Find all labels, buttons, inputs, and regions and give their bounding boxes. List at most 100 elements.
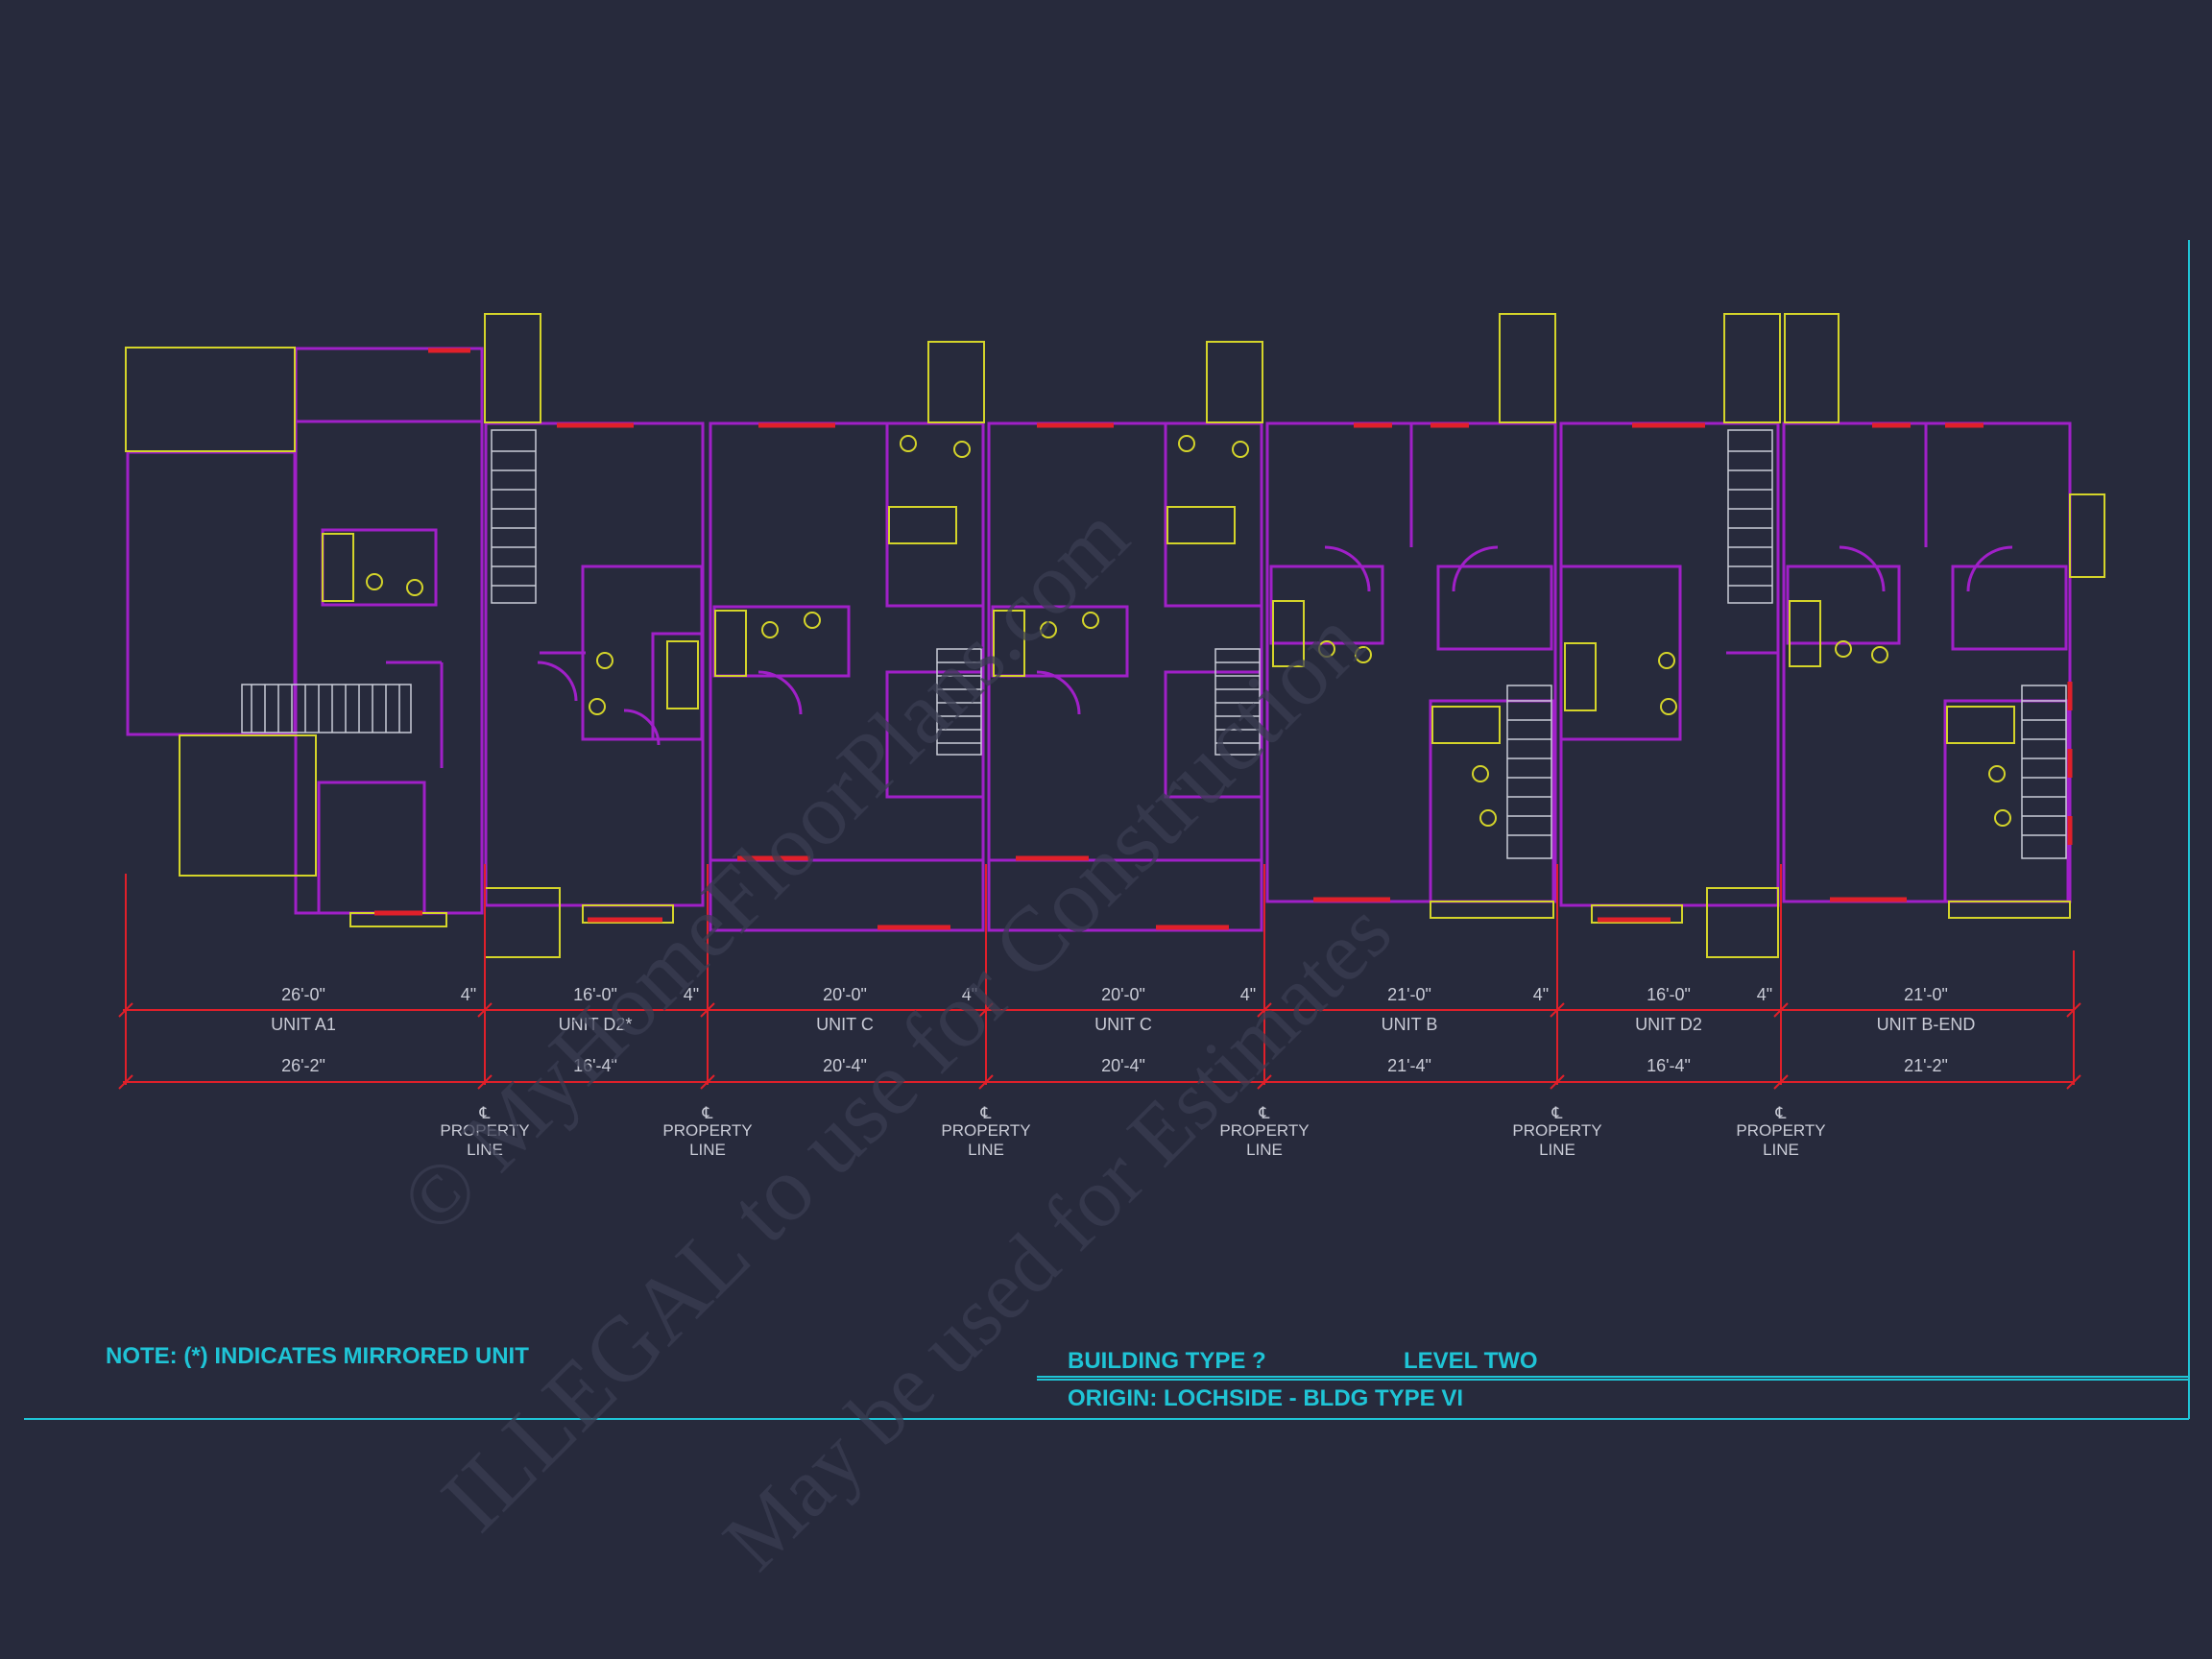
- sink-icon: [1082, 612, 1099, 629]
- toilet-icon: [1232, 441, 1249, 458]
- unit-total-label: 20'-4": [823, 1056, 867, 1075]
- sink-icon: [1355, 646, 1372, 663]
- watermark: © MyHomeFloorPlans.com ILLEGAL to use fo…: [381, 487, 1409, 1588]
- unit-width-label: 21'-0": [1904, 985, 1948, 1004]
- sink-icon: [1660, 698, 1677, 715]
- bathtub-icon: [666, 640, 699, 709]
- unit-total-label: 21'-2": [1904, 1056, 1948, 1075]
- sink-icon: [1178, 435, 1195, 452]
- property-line-label: LINE: [689, 1141, 726, 1159]
- level-label: LEVEL TWO: [1404, 1348, 1538, 1374]
- sheet-border: [24, 240, 2190, 1420]
- bathtub-icon: [993, 610, 1025, 677]
- centerline-symbol: ℄: [1551, 1104, 1563, 1122]
- unit-a1-left-room: [126, 450, 297, 736]
- property-line-label: LINE: [1763, 1141, 1799, 1159]
- windows: [374, 348, 2073, 930]
- stair-icon: [2021, 685, 2067, 859]
- unit-name-label: UNIT C: [816, 1015, 874, 1034]
- toilet-icon: [1318, 640, 1335, 658]
- unit-width-label: 16'-0": [1647, 985, 1691, 1004]
- centerline-symbol: ℄: [980, 1104, 992, 1122]
- unit-total-label: 26'-2": [281, 1056, 325, 1075]
- origin-label: ORIGIN: LOCHSIDE - BLDG TYPE VI: [1068, 1385, 1463, 1411]
- property-line-label: LINE: [968, 1141, 1004, 1159]
- property-line-label: PROPERTY: [941, 1121, 1030, 1140]
- stairs: [241, 429, 2067, 859]
- bathtub-icon: [1789, 600, 1821, 667]
- toilet-icon: [953, 441, 971, 458]
- sink-icon: [1994, 809, 2011, 827]
- mirrored-unit-note: NOTE: (*) INDICATES MIRRORED UNIT: [106, 1343, 529, 1369]
- stair-icon: [936, 648, 982, 756]
- unit-total-label: 21'-4": [1387, 1056, 1431, 1075]
- centerline-symbol: ℄: [1259, 1104, 1270, 1122]
- unit-total-label: 16'-4": [1647, 1056, 1691, 1075]
- unit-name-label: UNIT C: [1094, 1015, 1152, 1034]
- unit-name-label: UNIT D2: [1635, 1015, 1702, 1034]
- unit-width-label: 16'-0": [573, 985, 617, 1004]
- property-line-label: PROPERTY: [1736, 1121, 1825, 1140]
- toilet-icon: [761, 621, 779, 638]
- unit-name-label: UNIT D2*: [559, 1015, 633, 1034]
- centerline-symbol: ℄: [479, 1104, 491, 1122]
- sink-icon: [1871, 646, 1888, 663]
- property-line-label: LINE: [1539, 1141, 1575, 1159]
- bathtub-icon: [1166, 506, 1236, 544]
- sink-icon: [804, 612, 821, 629]
- property-line-label: LINE: [467, 1141, 503, 1159]
- toilet-icon: [1835, 640, 1852, 658]
- plumbing-fixtures: [322, 435, 2015, 827]
- sink-icon: [589, 698, 606, 715]
- bathtub-icon: [322, 533, 354, 602]
- sink-icon: [406, 579, 423, 596]
- centerline-symbol: ℄: [702, 1104, 713, 1122]
- unit-name-label: UNIT B-END: [1877, 1015, 1976, 1034]
- bathtub-icon: [888, 506, 957, 544]
- unit-total-label: 16'-4": [573, 1056, 617, 1075]
- property-line-label: PROPERTY: [662, 1121, 752, 1140]
- watermark-line: May be used for Estimates: [707, 885, 1409, 1588]
- unit-wall-label: 4": [461, 985, 476, 1004]
- unit-d2-mirrored: [484, 421, 705, 907]
- centerline-symbol: ℄: [1775, 1104, 1787, 1122]
- unit-d2: [1559, 421, 1780, 907]
- stair-icon: [241, 684, 412, 733]
- building-type-label: BUILDING TYPE ?: [1068, 1348, 1266, 1374]
- sink-icon: [900, 435, 917, 452]
- unit-wall-label: 4": [1240, 985, 1256, 1004]
- stair-icon: [1214, 648, 1261, 756]
- sink-icon: [1479, 809, 1497, 827]
- toilet-icon: [1472, 765, 1489, 782]
- unit-name-label: UNIT B: [1382, 1015, 1438, 1034]
- dimension-lines: [118, 864, 2081, 1090]
- toilet-icon: [1988, 765, 2006, 782]
- property-line-label: LINE: [1246, 1141, 1283, 1159]
- unit-width-label: 21'-0": [1387, 985, 1431, 1004]
- toilet-icon: [1658, 652, 1675, 669]
- property-line-labels: ℄ PROPERTY LINE ℄ PROPERTY LINE ℄ PROPER…: [440, 1104, 1825, 1159]
- stair-icon: [491, 429, 537, 604]
- bathtub-icon: [1272, 600, 1305, 667]
- unit-total-label: 20'-4": [1101, 1056, 1145, 1075]
- unit-width-label: 26'-0": [281, 985, 325, 1004]
- stair-icon: [1506, 685, 1552, 859]
- toilet-icon: [1040, 621, 1057, 638]
- bathtub-icon: [1946, 706, 2015, 744]
- property-line-label: PROPERTY: [440, 1121, 529, 1140]
- unit-wall-label: 4": [962, 985, 977, 1004]
- unit-wall-label: 4": [1533, 985, 1549, 1004]
- unit-name-label: UNIT A1: [271, 1015, 336, 1034]
- toilet-icon: [596, 652, 613, 669]
- toilet-icon: [366, 573, 383, 590]
- bathtub-icon: [1431, 706, 1501, 744]
- property-line-label: PROPERTY: [1219, 1121, 1309, 1140]
- unit-wall-label: 4": [684, 985, 699, 1004]
- bathtub-icon: [1564, 642, 1597, 711]
- property-line-label: PROPERTY: [1512, 1121, 1601, 1140]
- unit-width-label: 20'-0": [823, 985, 867, 1004]
- unit-labels: 26'-0" 4" UNIT A1 26'-2" 16'-0" 4" UNIT …: [271, 985, 1975, 1075]
- bathtub-icon: [714, 610, 747, 677]
- unit-width-label: 20'-0": [1101, 985, 1145, 1004]
